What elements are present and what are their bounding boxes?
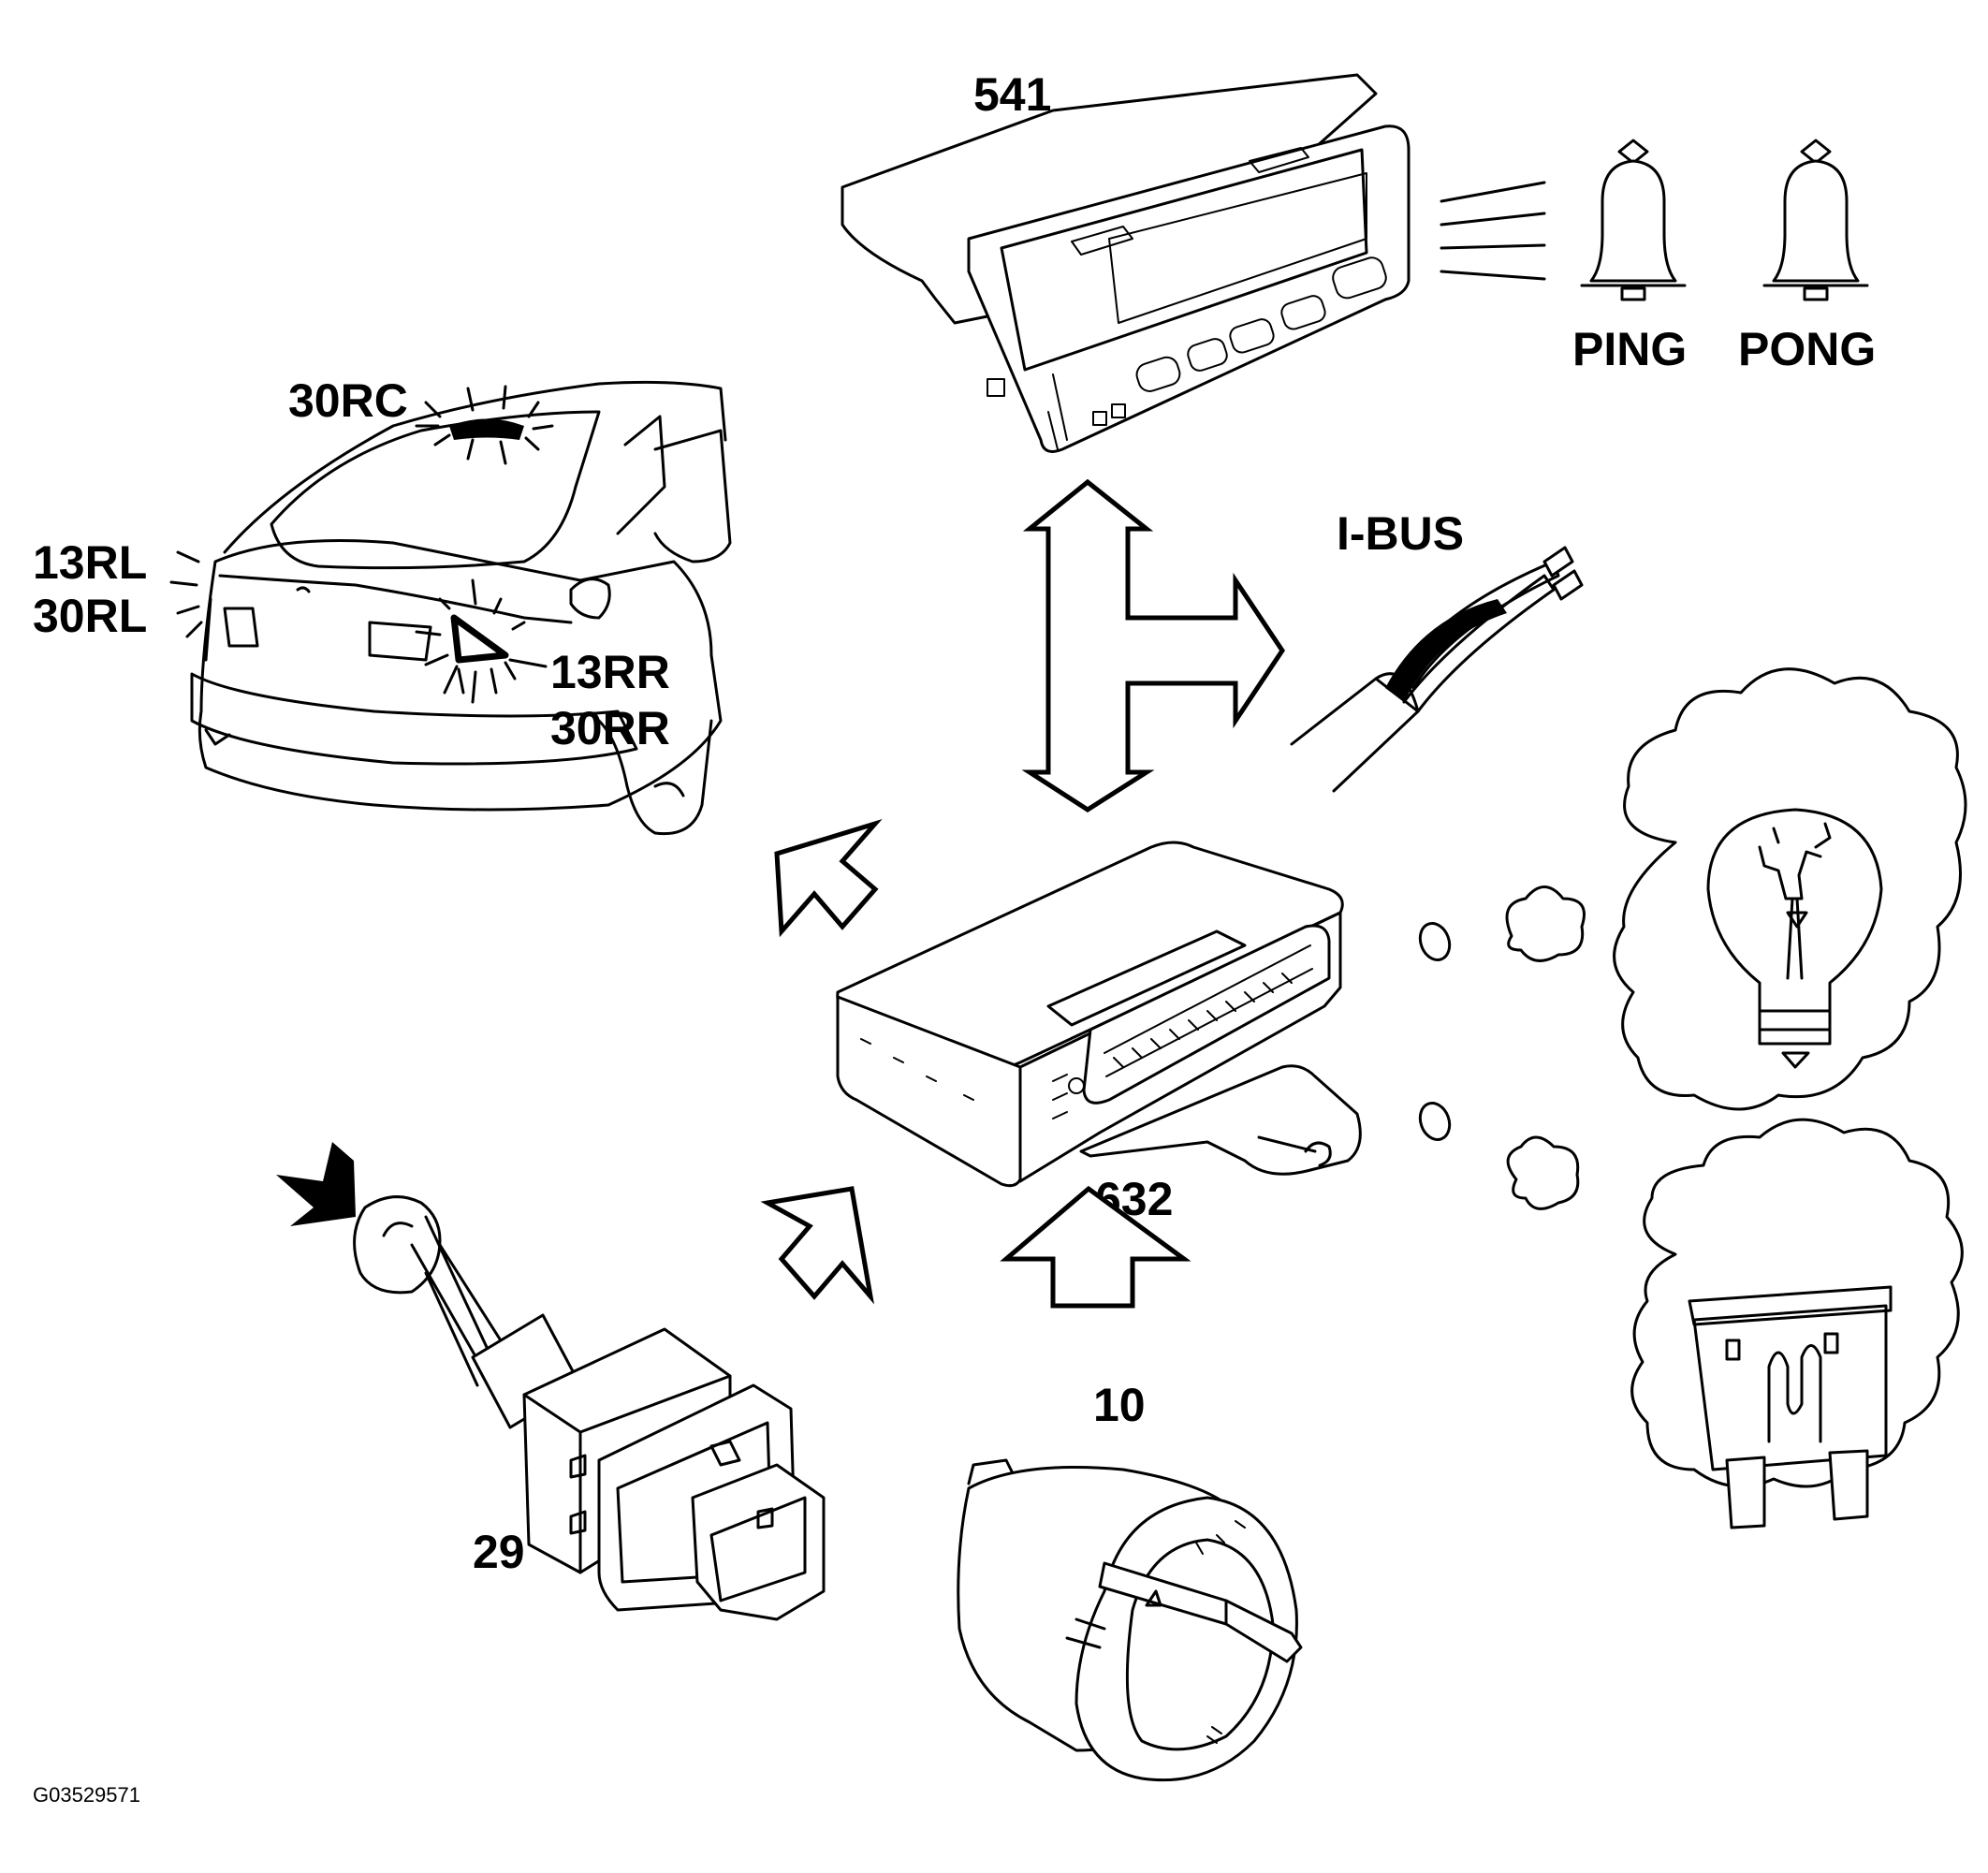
bus-label: I-BUS <box>1337 507 1464 560</box>
rear-left-30-label: 30RL <box>33 590 147 642</box>
bell-icon <box>1580 139 1687 301</box>
brake-switch-icon <box>353 1195 826 1621</box>
brake-switch-label: 29 <box>473 1526 525 1578</box>
press-arrow <box>276 1142 356 1226</box>
control-module-icon <box>836 841 1362 1188</box>
light-switch-label: 10 <box>1093 1379 1146 1431</box>
input-arrow-from-light-switch <box>1000 1185 1191 1309</box>
bus-arrow <box>1021 478 1286 812</box>
rear-right-leader <box>508 658 548 668</box>
rear-left-light-glow <box>169 550 203 638</box>
figure-id: G03529571 <box>33 1783 140 1807</box>
input-arrow-to-car <box>774 819 883 938</box>
rear-right-light-glow <box>415 578 526 704</box>
bus-cable-icon <box>1290 546 1584 793</box>
rear-right-30-label: 30RR <box>550 702 670 754</box>
rear-center-light-glow <box>415 385 554 465</box>
fuse-icon <box>1630 1118 1964 1529</box>
bell-icon <box>1762 139 1869 301</box>
chime-label-ping: PING <box>1572 323 1687 375</box>
thought-bubbles <box>1418 885 1586 1210</box>
display-unit-icon <box>841 73 1411 453</box>
sound-lines <box>1440 181 1546 281</box>
rear-left-13-label: 13RL <box>33 536 147 589</box>
rear-right-13-label: 13RR <box>550 646 670 698</box>
display-unit-label: 541 <box>973 68 1051 121</box>
car-rear-icon <box>190 380 732 836</box>
bulb-icon <box>1613 667 1967 1111</box>
input-arrow-from-switch <box>760 1186 875 1305</box>
chime-label-pong: PONG <box>1738 323 1876 375</box>
light-switch-icon <box>957 1458 1303 1782</box>
rear-center-light-label: 30RC <box>288 374 408 427</box>
